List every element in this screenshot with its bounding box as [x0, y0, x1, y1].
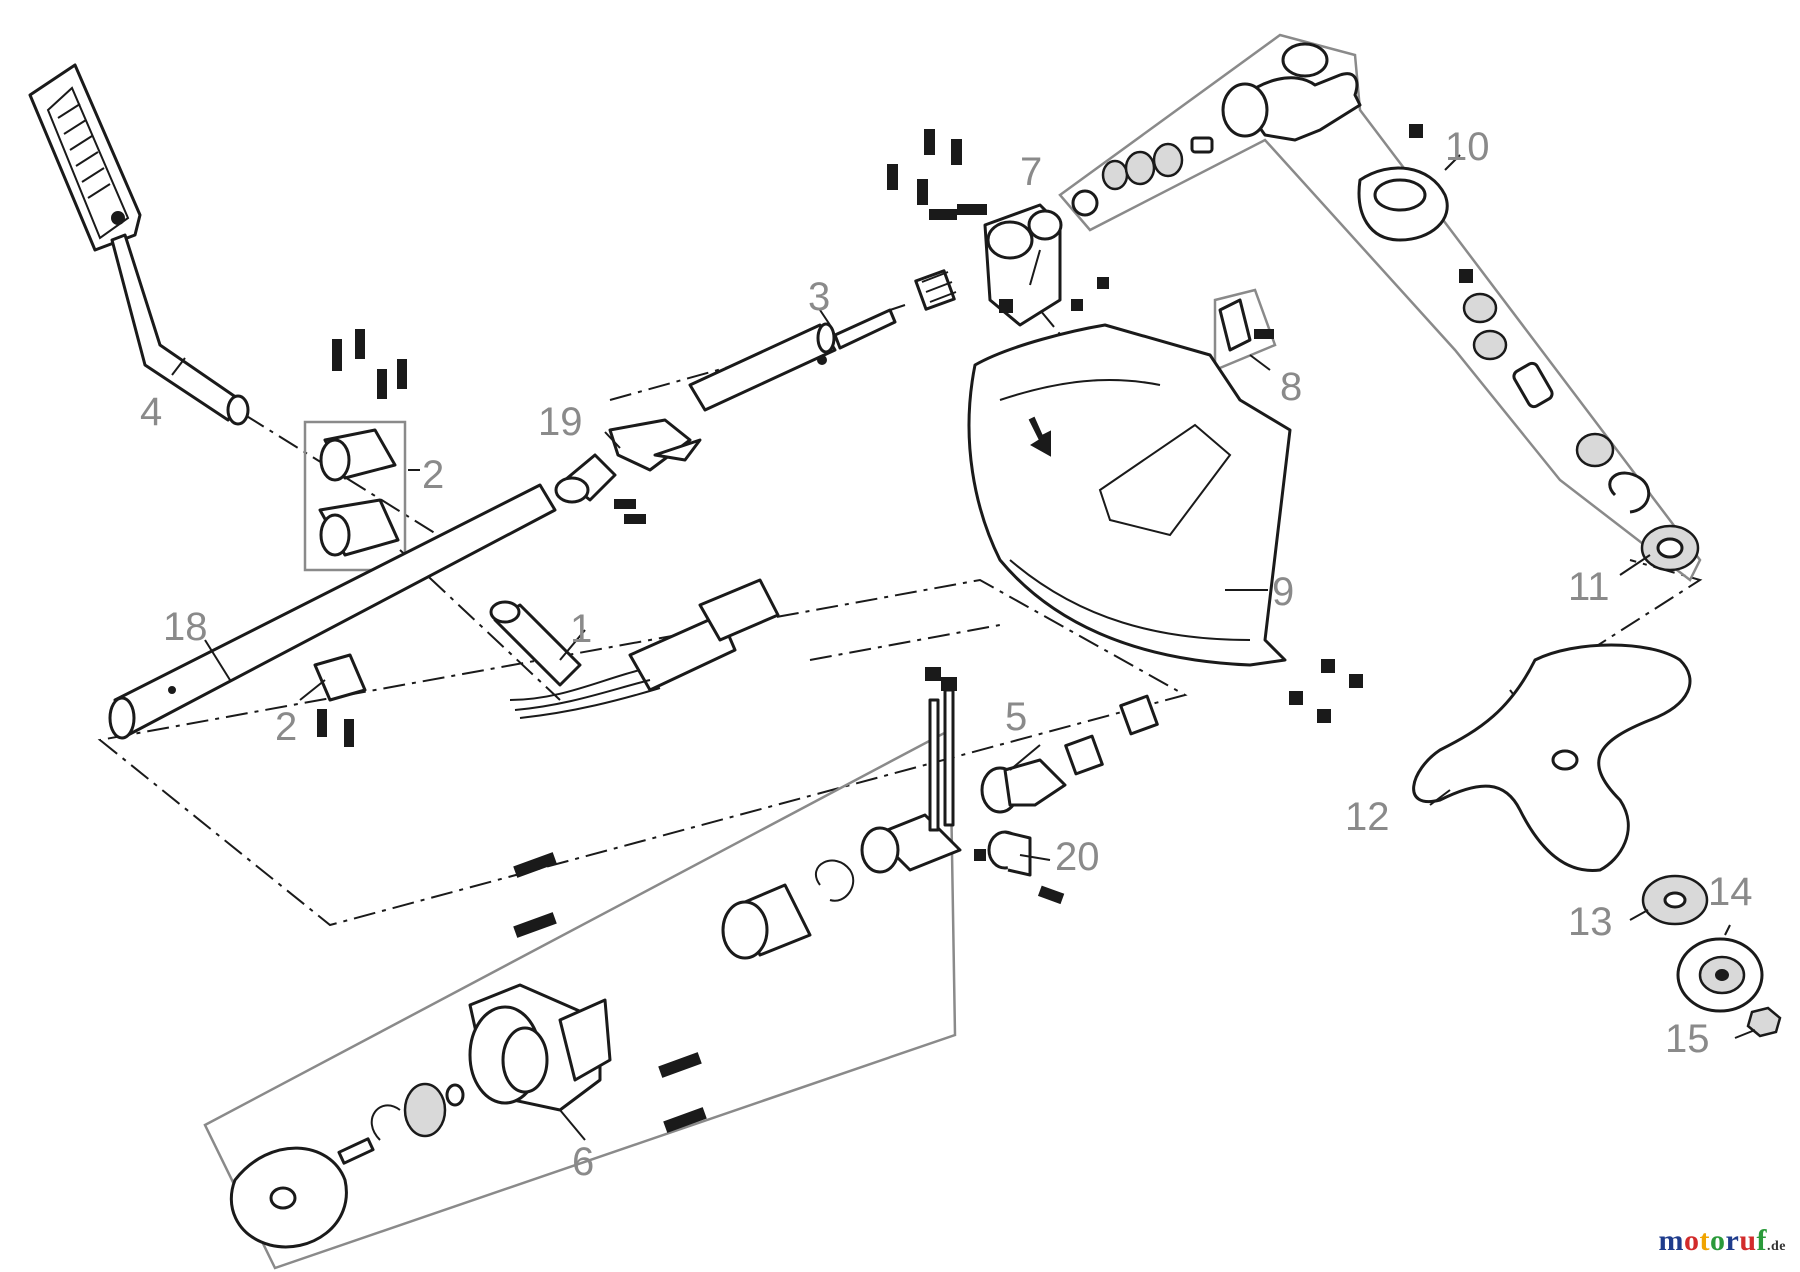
callout-13: 13 — [1568, 900, 1613, 944]
bolts-part-7 — [887, 129, 1109, 311]
callout-18: 18 — [163, 605, 208, 649]
callout-11: 11 — [1568, 565, 1610, 609]
callout-8: 8 — [1280, 365, 1302, 409]
nut-part-15 — [1746, 1006, 1782, 1038]
spline-coupler-upper — [914, 269, 957, 311]
gear-housing-part-6 — [229, 852, 707, 1249]
brand-logo: motoruf.de — [1658, 1224, 1786, 1258]
callout-12: 12 — [1345, 795, 1390, 839]
washer-part-13 — [1641, 874, 1709, 926]
callout-19: 19 — [538, 400, 583, 444]
bearings-part-10 — [1071, 124, 1651, 514]
callout-5: 5 — [1005, 695, 1027, 739]
bolts-part-2-upper — [332, 329, 407, 399]
callout-labels: 4 2 2 18 1 19 3 7 8 9 10 11 12 13 14 15 … — [140, 125, 1753, 1184]
brand-letter-m: m — [1658, 1224, 1684, 1257]
callout-9: 9 — [1272, 570, 1294, 614]
cup-washer-part-14 — [1676, 937, 1764, 1013]
brand-letter-f: f — [1756, 1224, 1767, 1257]
callout-3: 3 — [808, 275, 830, 319]
shaft-mount-part-7 — [887, 129, 1109, 327]
callout-20: 20 — [1055, 835, 1100, 879]
callout-14: 14 — [1708, 870, 1753, 914]
throttle-clamp-part-19 — [554, 418, 702, 524]
callout-6: 6 — [572, 1140, 594, 1184]
callout-1: 1 — [570, 607, 592, 651]
grip-ribs — [57, 103, 111, 199]
clamp-part-2-upper — [318, 329, 407, 557]
brand-tld: .de — [1767, 1239, 1786, 1254]
clamp-part-5 — [980, 694, 1159, 814]
clamp-part-2-lower — [313, 653, 367, 747]
callout-4: 4 — [140, 390, 162, 434]
clamp-part-20 — [974, 830, 1065, 905]
guard-nuts — [1289, 659, 1363, 723]
brand-letter-o: o — [1683, 1224, 1700, 1257]
guard-part-9 — [967, 323, 1363, 723]
brand-letter-o-2: o — [1709, 1224, 1726, 1257]
callout-2-upper: 2 — [422, 453, 444, 497]
drive-shaft-part-3 — [688, 304, 906, 412]
callout-7: 7 — [1020, 150, 1042, 194]
callout-2-lower: 2 — [275, 705, 297, 749]
brand-letter-t: t — [1699, 1224, 1710, 1257]
washer-part-11 — [1640, 524, 1700, 572]
brand-letter-u: u — [1739, 1224, 1757, 1257]
throttle-part-1 — [489, 578, 780, 719]
callout-10: 10 — [1445, 125, 1490, 169]
blade-part-12 — [1412, 643, 1692, 872]
gear-head-part-10 — [1071, 42, 1651, 514]
brand-letter-r: r — [1725, 1224, 1740, 1257]
callout-15: 15 — [1665, 1017, 1710, 1061]
handle-part-4 — [28, 63, 250, 426]
bolts-part-6 — [513, 852, 707, 1133]
leader-lines — [171, 154, 1756, 1141]
lower-shaft-components — [721, 667, 962, 960]
guard-piece-part-8 — [1218, 298, 1274, 352]
